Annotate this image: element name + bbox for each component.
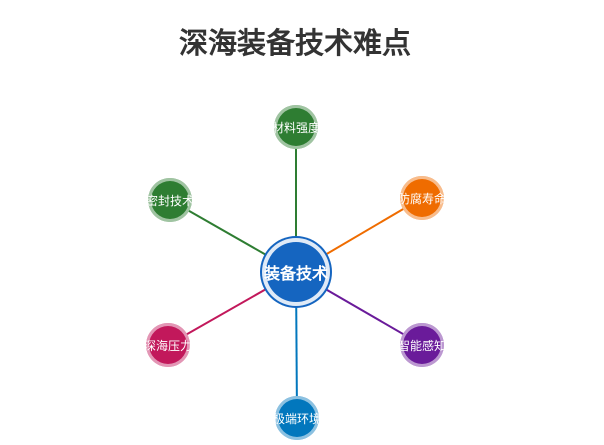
branch-node-label: 密封技术 (148, 193, 192, 208)
center-node[interactable]: 装备技术 (262, 238, 330, 306)
diagram-title: 深海装备技术难点 (178, 26, 411, 60)
branch-node[interactable]: 智能感知 (400, 323, 444, 367)
branch-node[interactable]: 极端环境 (275, 396, 319, 440)
branch-node-label: 防腐寿命 (400, 191, 444, 206)
branch-node[interactable]: 材料强度 (274, 105, 318, 149)
branch-node-label: 智能感知 (400, 338, 444, 353)
branch-node-label: 材料强度 (274, 120, 318, 135)
branch-node[interactable]: 深海压力 (146, 323, 190, 367)
branch-node[interactable]: 密封技术 (148, 178, 192, 222)
branch-node-label: 深海压力 (146, 338, 190, 353)
center-node-label: 装备技术 (263, 264, 328, 283)
branch-node[interactable]: 防腐寿命 (400, 176, 444, 220)
branch-node-label: 极端环境 (275, 411, 319, 426)
